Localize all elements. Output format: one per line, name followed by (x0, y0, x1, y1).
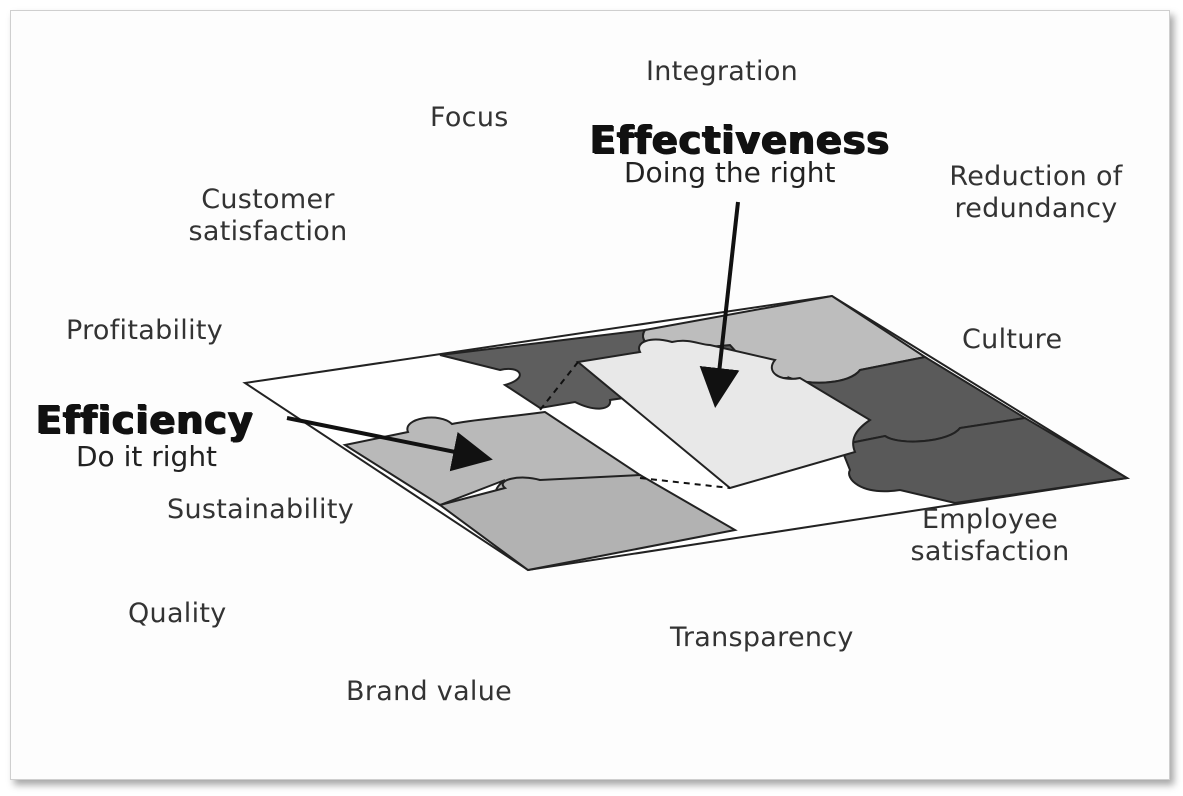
label-focus: Focus (430, 102, 509, 133)
label-customer-satisfaction: Customer satisfaction (178, 184, 358, 248)
label-reduction-line2: redundancy (954, 193, 1118, 224)
label-reduction-line1: Reduction of (949, 161, 1123, 192)
label-reduction-of-redundancy: Reduction of redundancy (938, 161, 1134, 225)
efficiency-title: Efficiency (36, 398, 254, 442)
label-employee-line1: Employee (921, 504, 1059, 535)
label-customer-line2: satisfaction (188, 216, 348, 247)
arrow-effectiveness (699, 201, 740, 408)
label-transparency: Transparency (670, 622, 854, 653)
label-brand-value: Brand value (346, 676, 513, 707)
piece-lower (437, 473, 738, 572)
label-employee-satisfaction: Employee satisfaction (900, 504, 1080, 568)
effectiveness-subtitle: Doing the right (624, 156, 836, 189)
label-culture: Culture (962, 324, 1063, 355)
dashed-line-lower (639, 477, 731, 489)
effectiveness-title: Effectiveness (590, 118, 891, 162)
label-employee-line2: satisfaction (910, 536, 1070, 567)
piece-effectiveness (575, 338, 872, 490)
arrow-efficiency (286, 416, 493, 472)
label-sustainability: Sustainability (167, 494, 355, 525)
efficiency-subtitle: Do it right (76, 440, 218, 473)
label-profitability: Profitability (66, 315, 224, 346)
label-integration: Integration (646, 56, 799, 87)
piece-right-dark-lower (838, 416, 1130, 505)
label-customer-line1: Customer (201, 184, 335, 215)
label-quality: Quality (128, 598, 227, 629)
